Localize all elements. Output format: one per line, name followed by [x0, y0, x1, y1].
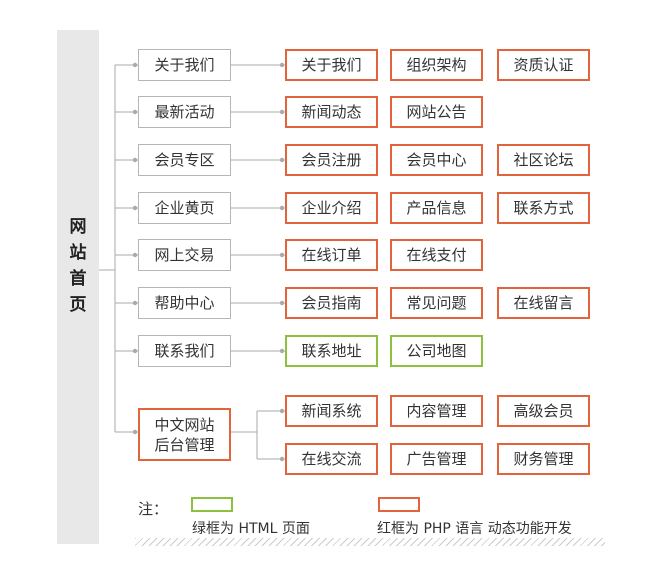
section-node[interactable]: 关于我们: [138, 49, 231, 81]
root-char: 页: [69, 295, 87, 315]
connector-dot: [132, 252, 138, 258]
connector-dot: [279, 456, 285, 462]
page-node[interactable]: 资质认证: [497, 49, 590, 81]
page-node-label: 会员中心: [406, 151, 467, 169]
page-node-label: 在线留言: [513, 294, 574, 312]
connector-dot: [132, 205, 138, 211]
hatch-divider: [135, 538, 605, 546]
section-node-backend-label-line: 中文网站: [154, 415, 215, 434]
page-node-label: 新闻系统: [301, 402, 362, 420]
page-node-label: 关于我们: [301, 56, 362, 74]
page-node[interactable]: 网站公告: [390, 96, 483, 128]
connector-dot: [279, 408, 285, 414]
legend-text-php: 红框为 PHP 语言 动态功能开发: [377, 521, 572, 537]
page-node-label: 常见问题: [406, 294, 467, 312]
section-node-backend-label: 中文网站后台管理: [154, 415, 214, 455]
page-node[interactable]: 在线交流: [285, 443, 378, 475]
page-node[interactable]: 在线支付: [390, 239, 483, 271]
section-node[interactable]: 联系我们: [138, 335, 231, 367]
page-node[interactable]: 常见问题: [390, 287, 483, 319]
root-char: 站: [69, 243, 87, 263]
page-node[interactable]: 组织架构: [390, 49, 483, 81]
page-node[interactable]: 产品信息: [390, 192, 483, 224]
page-node[interactable]: 新闻系统: [285, 395, 378, 427]
page-node-label: 联系地址: [301, 342, 362, 360]
page-node[interactable]: 内容管理: [390, 395, 483, 427]
page-node-label: 高级会员: [513, 402, 574, 420]
connector-dot: [132, 429, 138, 435]
page-node-label: 在线支付: [406, 246, 467, 264]
connector-dot: [132, 348, 138, 354]
legend-swatch-html: [191, 497, 233, 512]
page-node[interactable]: 会员注册: [285, 144, 378, 176]
section-node-label: 帮助中心: [154, 294, 215, 312]
page-node[interactable]: 社区论坛: [497, 144, 590, 176]
connector-dot: [132, 300, 138, 306]
connector-dot: [279, 62, 285, 68]
page-node-label: 在线交流: [301, 450, 362, 468]
connector-dot: [279, 157, 285, 163]
page-node[interactable]: 新闻动态: [285, 96, 378, 128]
root-node-label: 网 站 首 页: [57, 214, 99, 318]
page-node-label: 内容管理: [406, 402, 467, 420]
page-node-label: 财务管理: [513, 450, 574, 468]
page-node-label: 资质认证: [513, 56, 574, 74]
section-node[interactable]: 会员专区: [138, 144, 231, 176]
page-node[interactable]: 联系地址: [285, 335, 378, 367]
connector-dot: [279, 109, 285, 115]
page-node[interactable]: 广告管理: [390, 443, 483, 475]
page-node[interactable]: 公司地图: [390, 335, 483, 367]
section-node-label: 企业黄页: [154, 199, 215, 217]
legend: 注： 绿框为 HTML 页面 红框为 PHP 语言 动态功能开发: [135, 496, 615, 544]
page-node[interactable]: 高级会员: [497, 395, 590, 427]
legend-text-html: 绿框为 HTML 页面: [192, 521, 310, 537]
page-node[interactable]: 在线留言: [497, 287, 590, 319]
page-node-label: 新闻动态: [301, 103, 362, 121]
connector-dot: [279, 205, 285, 211]
page-node[interactable]: 联系方式: [497, 192, 590, 224]
section-node-backend-label-line: 后台管理: [154, 435, 215, 454]
page-node[interactable]: 财务管理: [497, 443, 590, 475]
section-node-label: 关于我们: [154, 56, 215, 74]
page-node[interactable]: 会员指南: [285, 287, 378, 319]
connector-dot: [132, 62, 138, 68]
page-node-label: 产品信息: [406, 199, 467, 217]
page-node-label: 组织架构: [406, 56, 467, 74]
connector-dot: [279, 300, 285, 306]
page-node-label: 公司地图: [406, 342, 467, 360]
root-char: 网: [69, 217, 87, 237]
section-node-backend[interactable]: 中文网站后台管理: [138, 408, 231, 461]
legend-swatch-php: [378, 497, 420, 512]
root-char: 首: [69, 269, 87, 289]
page-node-label: 网站公告: [406, 103, 467, 121]
page-node-label: 会员指南: [301, 294, 362, 312]
section-node-label: 联系我们: [154, 342, 215, 360]
page-node-label: 联系方式: [513, 199, 574, 217]
section-node-label: 最新活动: [154, 103, 215, 121]
section-node-label: 会员专区: [154, 151, 215, 169]
page-node-label: 社区论坛: [513, 151, 574, 169]
page-node-label: 广告管理: [406, 450, 467, 468]
legend-title: 注：: [138, 500, 169, 518]
page-node[interactable]: 会员中心: [390, 144, 483, 176]
page-node-label: 在线订单: [301, 246, 362, 264]
connector-dot: [279, 348, 285, 354]
connector-dot: [132, 157, 138, 163]
section-node[interactable]: 最新活动: [138, 96, 231, 128]
section-node[interactable]: 帮助中心: [138, 287, 231, 319]
page-node[interactable]: 关于我们: [285, 49, 378, 81]
connector-dot: [132, 109, 138, 115]
root-node-bar: [57, 30, 99, 544]
page-node-label: 企业介绍: [301, 199, 362, 217]
section-node-label: 网上交易: [154, 246, 215, 264]
connector-dot: [279, 252, 285, 258]
page-node[interactable]: 在线订单: [285, 239, 378, 271]
section-node[interactable]: 网上交易: [138, 239, 231, 271]
page-node-label: 会员注册: [301, 151, 362, 169]
page-node[interactable]: 企业介绍: [285, 192, 378, 224]
section-node[interactable]: 企业黄页: [138, 192, 231, 224]
